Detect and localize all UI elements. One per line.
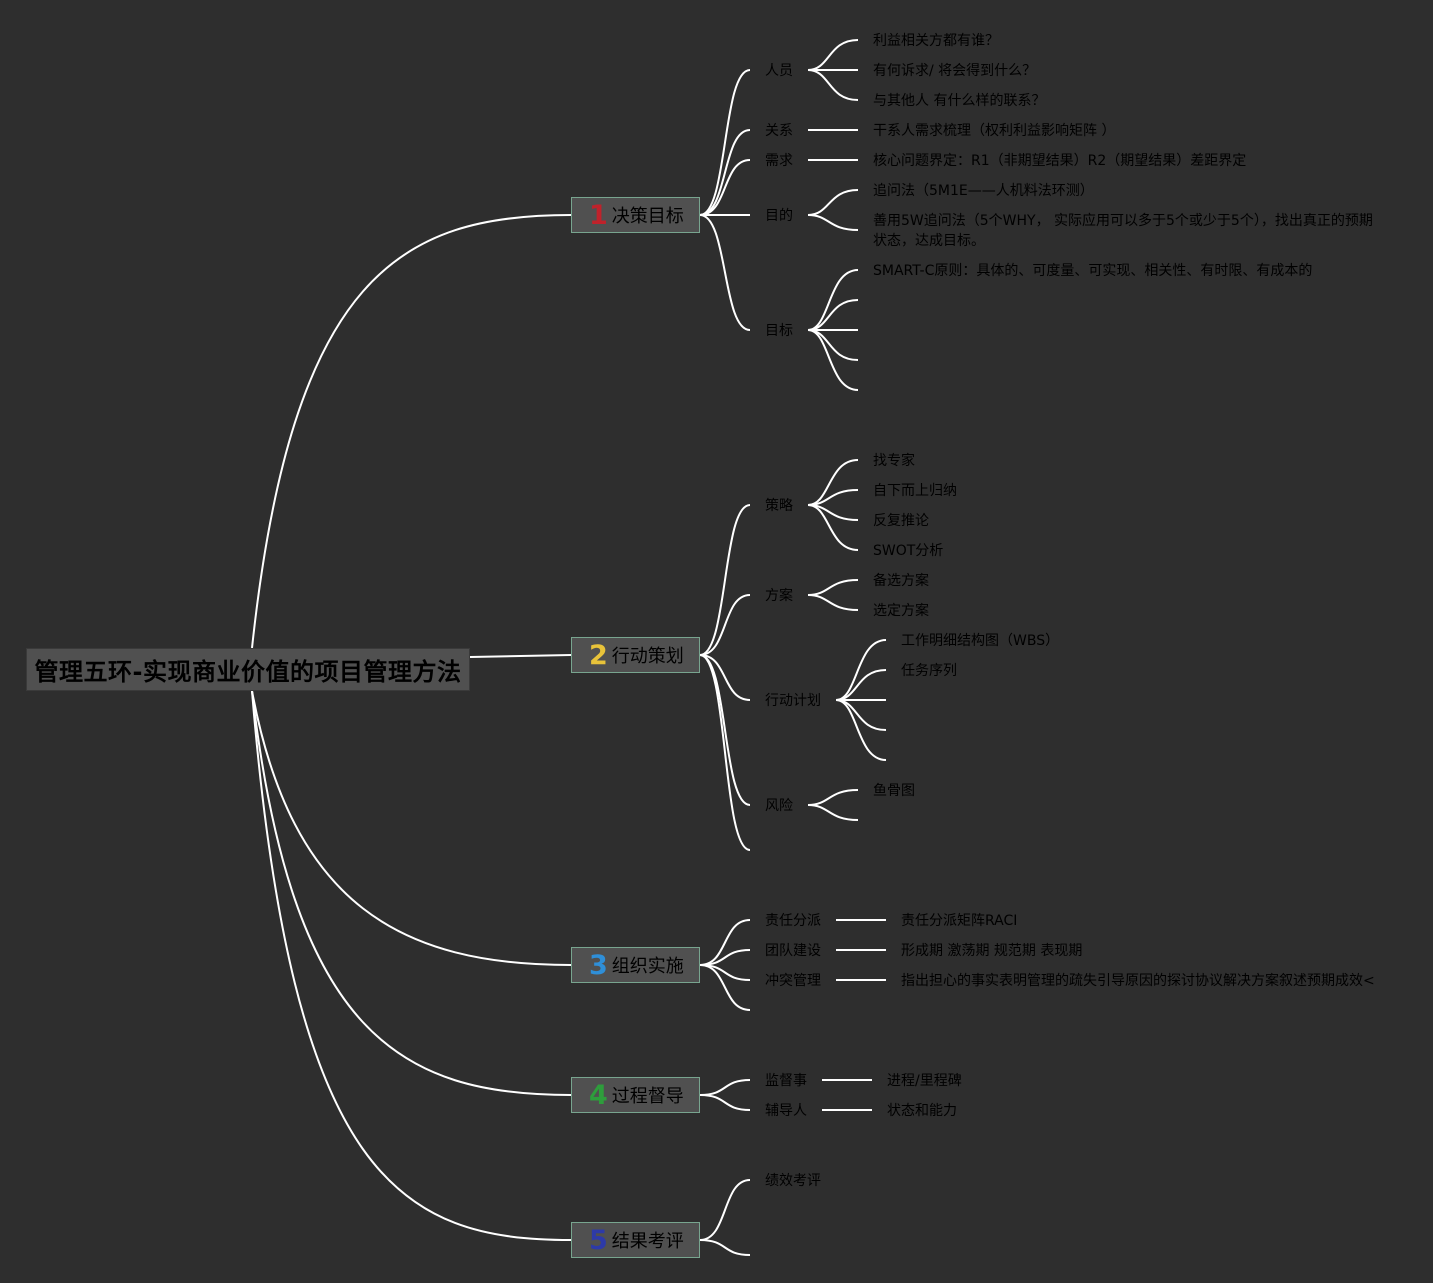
leaf-text[interactable]: 自下而上归纳 (873, 483, 957, 499)
subtopic-people[interactable]: 人员 (765, 63, 793, 79)
branch-number: 3 (589, 949, 608, 981)
leaf-edge (807, 189, 859, 216)
subtopic-strategy[interactable]: 策略 (765, 498, 793, 514)
leaf-text[interactable]: 指出担心的事实表明管理的疏失引导原因的探讨协议解决方案叙述预期成效< (901, 973, 1375, 989)
leaf-text[interactable]: 追问法（5M1E——人机料法环测） (873, 183, 1094, 199)
leaf-edge (807, 594, 859, 611)
branch-edge (699, 214, 751, 331)
leaf-edge (807, 329, 859, 391)
subtopic-purpose[interactable]: 目的 (765, 208, 793, 224)
subtopic-plan-options[interactable]: 方案 (765, 588, 793, 604)
branch-organize-implement[interactable]: 3 组织实施 (571, 947, 700, 983)
branch-result-evaluation[interactable]: 5 结果考评 (571, 1222, 700, 1258)
branch-edge (699, 594, 751, 656)
leaf-edge (807, 269, 859, 331)
subtopic-coach[interactable]: 辅导人 (765, 1103, 807, 1119)
root-edge (469, 654, 572, 658)
branch-label: 组织实施 (611, 956, 684, 977)
leaf-text[interactable]: 找专家 (873, 453, 915, 469)
subtopic-performance[interactable]: 绩效考评 (765, 1173, 821, 1189)
leaf-edge (807, 299, 859, 331)
subtopic-needs[interactable]: 需求 (765, 153, 793, 169)
root-edge (251, 690, 572, 1241)
leaf-text[interactable]: 利益相关方都有谁？ (873, 33, 999, 49)
leaf-edge (807, 579, 859, 596)
subtopic-conflict[interactable]: 冲突管理 (765, 973, 821, 989)
subtopic-supervise[interactable]: 监督事 (765, 1073, 807, 1089)
root-edge (251, 214, 572, 649)
branch-edge (699, 69, 751, 216)
leaf-text[interactable]: 与其他人 有什么样的联系？ (873, 93, 1046, 109)
leaf-edge (835, 639, 887, 701)
branch-edge (699, 504, 751, 656)
branch-label: 结果考评 (611, 1231, 684, 1252)
branch-edge (699, 964, 751, 1011)
leaf-text[interactable]: 干系人需求梳理（权利利益影响矩阵 ） (873, 123, 1116, 139)
branch-label: 决策目标 (611, 206, 684, 227)
subtopic-risk[interactable]: 风险 (765, 798, 793, 814)
branch-label: 行动策划 (611, 646, 684, 667)
branch-label: 过程督导 (611, 1086, 684, 1107)
branch-edge (699, 919, 751, 966)
leaf-edge (835, 699, 887, 761)
leaf-text[interactable]: 责任分派矩阵RACI (901, 913, 1018, 929)
leaf-text[interactable]: 任务序列 (901, 663, 957, 679)
leaf-edge (807, 504, 859, 551)
branch-edge (699, 654, 751, 851)
leaf-text[interactable]: 工作明细结构图（WBS） (901, 633, 1060, 649)
leaf-edge (835, 669, 887, 701)
branch-edge (699, 1094, 751, 1111)
branch-number: 1 (589, 199, 608, 231)
branch-number: 5 (589, 1224, 608, 1256)
branch-number: 4 (589, 1079, 608, 1111)
subtopic-team-building[interactable]: 团队建设 (765, 943, 821, 959)
branch-edge (699, 159, 751, 216)
leaf-text[interactable]: 备选方案 (873, 573, 929, 589)
branch-edge (699, 129, 751, 216)
leaf-edge (807, 329, 859, 361)
leaf-text[interactable]: 进程/里程碑 (887, 1073, 962, 1089)
branch-action-planning[interactable]: 2 行动策划 (571, 637, 700, 673)
branch-edge (699, 1079, 751, 1096)
leaf-text[interactable]: 善用5W追问法（5个WHY， 实际应用可以多于5个或少于5个），找出真正的预期状… (873, 213, 1373, 249)
leaf-text[interactable]: SMART-C原则：具体的、可度量、可实现、相关性、有时限、有成本的 (873, 263, 1313, 279)
root-edge (251, 690, 572, 1096)
branch-edge (699, 1179, 751, 1241)
leaf-text[interactable]: 鱼骨图 (873, 783, 915, 799)
root-title: 管理五环-实现商业价值的项目管理方法 (34, 658, 462, 686)
leaf-edge (807, 69, 859, 101)
leaf-text[interactable]: 形成期 激荡期 规范期 表现期 (901, 943, 1083, 959)
root-edge (251, 690, 572, 966)
leaf-edge (807, 804, 859, 821)
subtopic-relations[interactable]: 关系 (765, 123, 793, 139)
leaf-edge (807, 459, 859, 506)
leaf-text[interactable]: SWOT分析 (873, 543, 944, 559)
subtopic-target[interactable]: 目标 (765, 323, 793, 339)
subtopic-action-plan[interactable]: 行动计划 (765, 693, 821, 709)
root-topic[interactable]: 管理五环-实现商业价值的项目管理方法 (26, 648, 470, 691)
branch-process-supervision[interactable]: 4 过程督导 (571, 1077, 700, 1113)
branch-edge (699, 1239, 751, 1256)
branch-edge (699, 654, 751, 701)
leaf-text[interactable]: 选定方案 (873, 603, 929, 619)
leaf-edge (807, 789, 859, 806)
leaf-text[interactable]: 核心问题界定：R1（非期望结果）R2（期望结果）差距界定 (873, 153, 1247, 169)
leaf-edge (807, 39, 859, 71)
leaf-text[interactable]: 状态和能力 (887, 1103, 957, 1119)
leaf-text[interactable]: 有何诉求/ 将会得到什么？ (873, 63, 1037, 79)
leaf-edge (807, 214, 859, 231)
leaf-edge (835, 699, 887, 731)
branch-number: 2 (589, 639, 608, 671)
leaf-text[interactable]: 反复推论 (873, 513, 929, 529)
subtopic-responsibility[interactable]: 责任分派 (765, 913, 821, 929)
branch-decision-goal[interactable]: 1 决策目标 (571, 197, 700, 233)
